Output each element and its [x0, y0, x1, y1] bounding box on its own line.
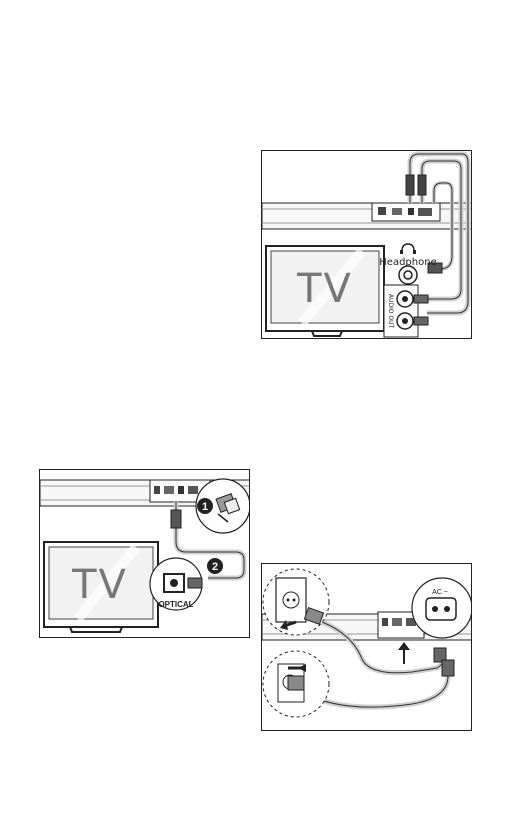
step-1-label: 1 — [202, 501, 208, 513]
tv-label: TV — [71, 562, 128, 608]
optical-connection-diagram: 1 TV OPTICAL 2 — [39, 469, 250, 638]
power-connection-diagram: AC ~ — [261, 563, 472, 731]
headphone-icon — [400, 244, 416, 254]
audio-out-label: AUDIO OUT — [387, 294, 394, 329]
tv-label: TV — [296, 266, 353, 312]
step-2-label: 2 — [212, 561, 218, 573]
optical-port-label: OPTICAL — [158, 600, 193, 609]
ac-label: AC ~ — [432, 589, 448, 596]
headphone-connection-diagram: TV Headphone AUDIO OUT — [261, 150, 472, 339]
